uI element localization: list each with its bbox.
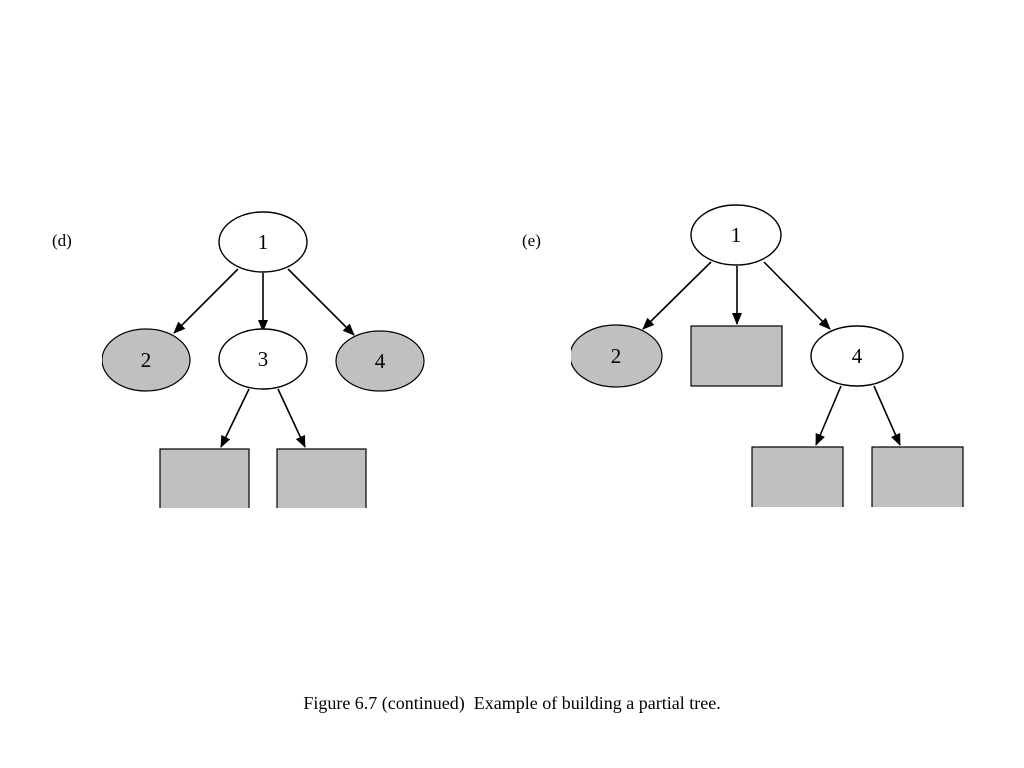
node-label-d1: 1 bbox=[258, 230, 269, 254]
panel-label-e: (e) bbox=[522, 231, 541, 250]
figure-caption: Figure 6.7 (continued) Example of buildi… bbox=[303, 693, 721, 713]
subtree-box-e4b bbox=[871, 446, 964, 507]
subtree-box-e3 bbox=[690, 325, 783, 387]
edge-d1-d4 bbox=[287, 268, 355, 336]
edges-e bbox=[642, 261, 901, 446]
edge-e1-e2 bbox=[642, 261, 712, 330]
subtree-box-d3b bbox=[276, 448, 367, 508]
node-label-d2: 2 bbox=[141, 348, 152, 372]
subtree-box-e4a bbox=[751, 446, 844, 507]
node-label-e1: 1 bbox=[731, 223, 742, 247]
tree-node: 1 bbox=[218, 211, 308, 273]
tree-node: 4 bbox=[335, 330, 425, 392]
node-label-e4: 4 bbox=[852, 344, 863, 368]
panel-e: (e) 1 2 4 bbox=[522, 204, 964, 507]
node-ellipse-e4 bbox=[810, 325, 904, 387]
panel-d: (d) 1 2 3 4 bbox=[52, 211, 425, 508]
edge-e4-e4b bbox=[873, 385, 901, 446]
node-ellipse-d4 bbox=[335, 330, 425, 392]
tree-node: 4 bbox=[810, 325, 904, 387]
node-ellipse-d2 bbox=[102, 328, 191, 392]
edge-d1-d2 bbox=[173, 268, 239, 334]
edge-d3-d3b bbox=[277, 388, 306, 448]
tree-node: 2 bbox=[102, 328, 191, 392]
node-label-d3: 3 bbox=[258, 347, 269, 371]
edge-e1-e4 bbox=[763, 261, 831, 330]
node-label-e2: 2 bbox=[611, 344, 622, 368]
edges-d bbox=[173, 268, 355, 448]
edge-d3-d3a bbox=[220, 388, 250, 448]
node-label-d4: 4 bbox=[375, 349, 386, 373]
panel-label-d: (d) bbox=[52, 231, 72, 250]
tree-node: 3 bbox=[218, 328, 308, 390]
subtree-box-d3a bbox=[159, 448, 250, 508]
node-ellipse-e1 bbox=[690, 204, 782, 266]
tree-node: 2 bbox=[571, 324, 663, 388]
tree-node: 1 bbox=[690, 204, 782, 266]
edge-e4-e4a bbox=[815, 385, 842, 446]
node-ellipse-e2 bbox=[571, 324, 663, 388]
node-ellipse-d1 bbox=[218, 211, 308, 273]
node-ellipse-d3 bbox=[218, 328, 308, 390]
